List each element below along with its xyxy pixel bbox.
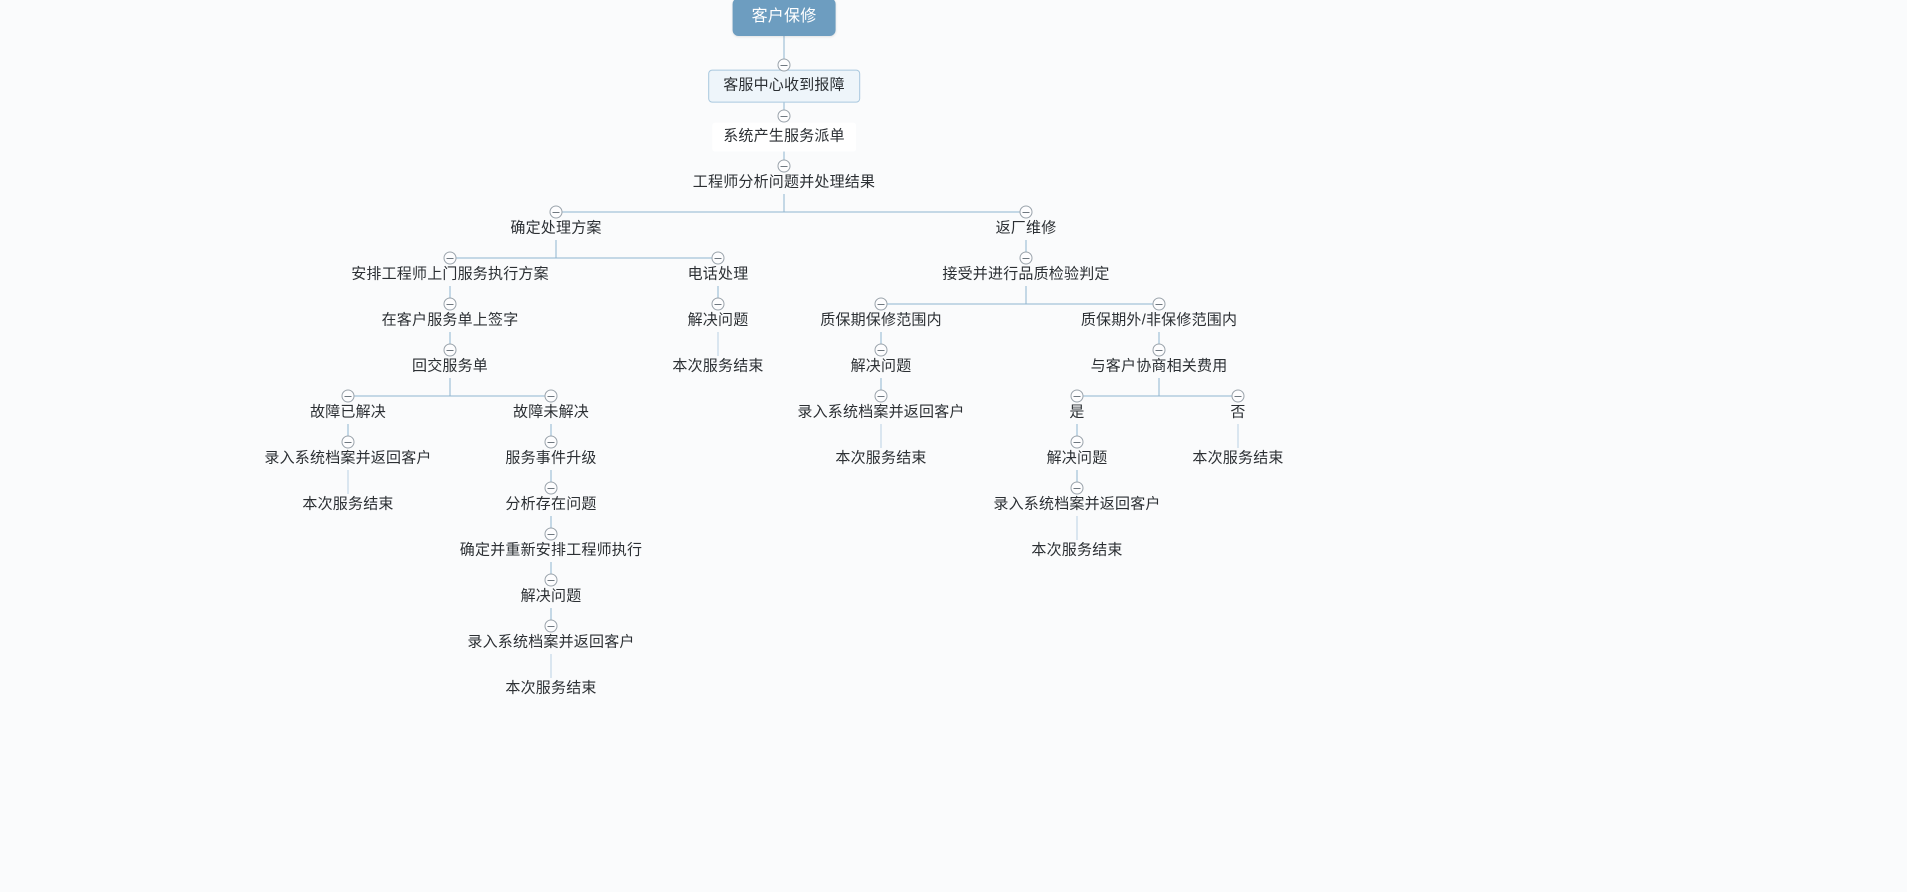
mindmap-node[interactable]: 与客户协商相关费用	[1090, 357, 1228, 375]
mindmap-node[interactable]: 解决问题	[850, 357, 912, 375]
mindmap-node[interactable]: 否	[1230, 403, 1246, 421]
mindmap-node[interactable]: 回交服务单	[411, 357, 489, 375]
mindmap-node[interactable]: 本次服务结束	[1031, 541, 1123, 559]
minus-circle-icon[interactable]	[1070, 389, 1084, 403]
minus-circle-icon[interactable]	[544, 527, 558, 541]
mindmap-edge	[555, 240, 719, 260]
minus-circle-icon[interactable]	[549, 205, 563, 219]
mindmap-node[interactable]: 解决问题	[687, 311, 749, 329]
minus-circle-icon[interactable]	[1070, 435, 1084, 449]
minus-circle-icon[interactable]	[1152, 343, 1166, 357]
minus-circle-icon[interactable]	[777, 159, 791, 173]
minus-circle-icon[interactable]	[1019, 251, 1033, 265]
mindmap-edge	[449, 240, 557, 260]
minus-circle-icon[interactable]	[443, 343, 457, 357]
mindmap-edge	[555, 194, 785, 214]
mindmap-node[interactable]: 是	[1069, 403, 1085, 421]
mindmap-node[interactable]: 分析存在问题	[505, 495, 597, 513]
mindmap-node[interactable]: 确定并重新安排工程师执行	[459, 541, 643, 559]
minus-circle-icon[interactable]	[1152, 297, 1166, 311]
mindmap-node[interactable]: 服务事件升级	[505, 449, 597, 467]
mindmap-node[interactable]: 客服中心收到报障	[708, 69, 860, 103]
minus-circle-icon[interactable]	[1070, 481, 1084, 495]
mindmap-node[interactable]: 本次服务结束	[672, 357, 764, 375]
minus-circle-icon[interactable]	[341, 435, 355, 449]
minus-circle-icon[interactable]	[711, 251, 725, 265]
minus-circle-icon[interactable]	[777, 109, 791, 123]
mindmap-node[interactable]: 质保期外/非保修范围内	[1080, 311, 1238, 329]
mindmap-edge	[1158, 378, 1239, 398]
mindmap-node[interactable]: 故障已解决	[309, 403, 387, 421]
mindmap-edge	[347, 378, 451, 398]
minus-circle-icon[interactable]	[443, 251, 457, 265]
minus-circle-icon[interactable]	[1231, 389, 1245, 403]
mindmap-node[interactable]: 电话处理	[687, 265, 749, 283]
mindmap-node[interactable]: 系统产生服务派单	[712, 122, 856, 152]
minus-circle-icon[interactable]	[443, 297, 457, 311]
mindmap-node[interactable]: 解决问题	[1046, 449, 1108, 467]
mindmap-node[interactable]: 故障未解决	[512, 403, 590, 421]
mindmap-edge	[783, 194, 1027, 214]
minus-circle-icon[interactable]	[874, 389, 888, 403]
mindmap-node[interactable]: 在客户服务单上签字	[381, 311, 519, 329]
minus-circle-icon[interactable]	[711, 297, 725, 311]
mindmap-edge	[1025, 286, 1160, 306]
mindmap-node[interactable]: 录入系统档案并返回客户	[264, 449, 432, 467]
minus-circle-icon[interactable]	[777, 58, 791, 72]
mindmap-edge	[1076, 378, 1160, 398]
mindmap-node[interactable]: 工程师分析问题并处理结果	[692, 173, 876, 191]
mindmap-node[interactable]: 录入系统档案并返回客户	[797, 403, 965, 421]
mindmap-node[interactable]: 返厂维修	[995, 219, 1057, 237]
minus-circle-icon[interactable]	[874, 343, 888, 357]
minus-circle-icon[interactable]	[874, 297, 888, 311]
minus-circle-icon[interactable]	[544, 619, 558, 633]
minus-circle-icon[interactable]	[341, 389, 355, 403]
mindmap-node[interactable]: 接受并进行品质检验判定	[942, 265, 1110, 283]
mindmap-node[interactable]: 本次服务结束	[1192, 449, 1284, 467]
mindmap-edge	[880, 286, 1027, 306]
minus-circle-icon[interactable]	[1019, 205, 1033, 219]
mindmap-node[interactable]: 本次服务结束	[302, 495, 394, 513]
mindmap-node[interactable]: 质保期保修范围内	[820, 311, 942, 329]
minus-circle-icon[interactable]	[544, 573, 558, 587]
mindmap-root-node[interactable]: 客户保修	[732, 0, 836, 36]
mindmap-node[interactable]: 录入系统档案并返回客户	[993, 495, 1161, 513]
mindmap-node[interactable]: 安排工程师上门服务执行方案	[351, 265, 549, 283]
mindmap-node[interactable]: 录入系统档案并返回客户	[467, 633, 635, 651]
mindmap-node[interactable]: 确定处理方案	[510, 219, 602, 237]
minus-circle-icon[interactable]	[544, 481, 558, 495]
minus-circle-icon[interactable]	[544, 389, 558, 403]
mindmap-edge	[449, 378, 552, 398]
mindmap-node[interactable]: 本次服务结束	[505, 679, 597, 697]
mindmap-node[interactable]: 本次服务结束	[835, 449, 927, 467]
mindmap-node[interactable]: 解决问题	[520, 587, 582, 605]
minus-circle-icon[interactable]	[544, 435, 558, 449]
